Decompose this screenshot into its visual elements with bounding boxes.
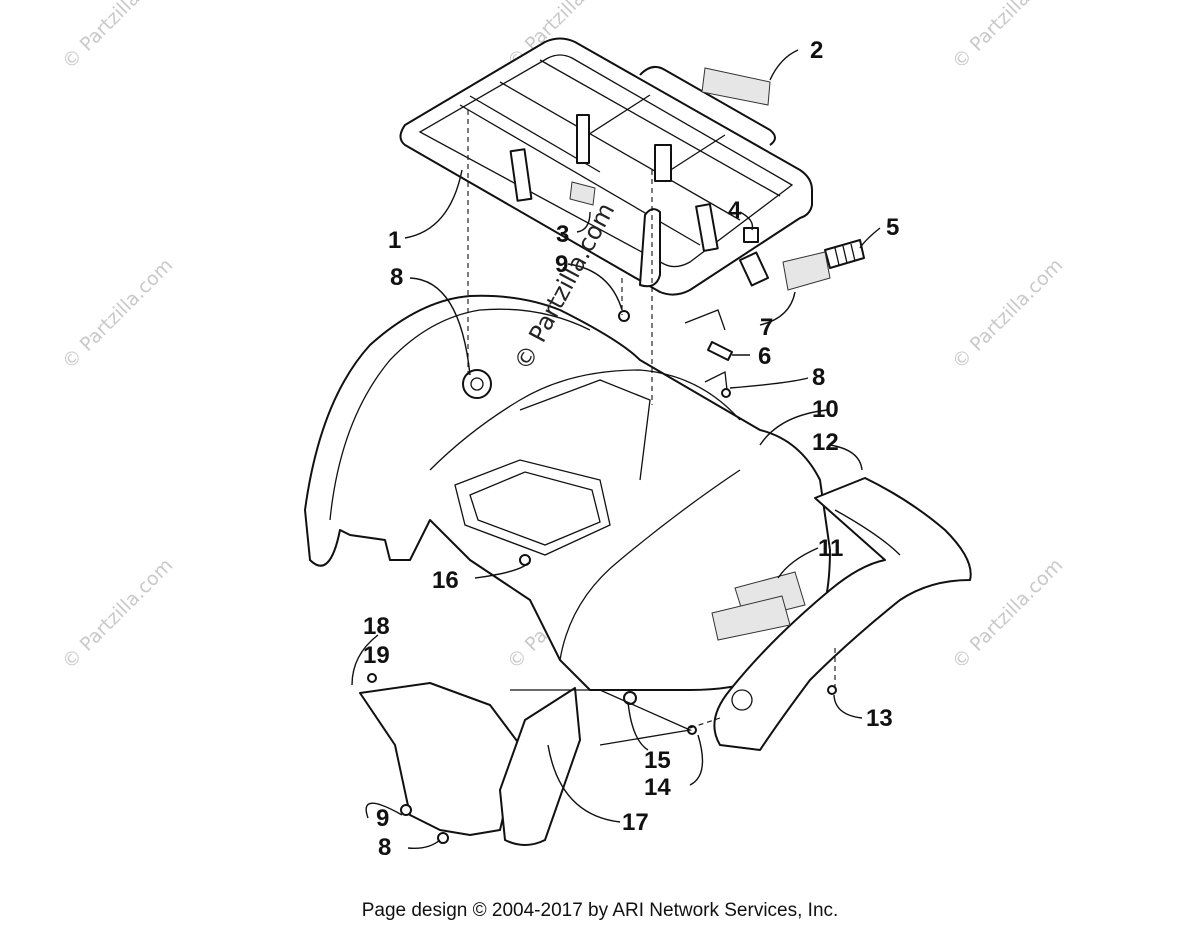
watermark: © Partzilla.com: [58, 554, 177, 673]
callout-6: 6: [758, 343, 771, 370]
callout-7: 7: [760, 314, 773, 341]
decal: [701, 67, 771, 106]
leader-lines: [351, 49, 881, 850]
callout-13: 13: [866, 705, 893, 732]
callout-3: 3: [556, 221, 569, 248]
callout-10: 10: [812, 396, 839, 423]
callout-15: 15: [644, 747, 671, 774]
nut: [743, 227, 759, 243]
alignment-lines: [467, 110, 836, 746]
copyright-footer: Page design © 2004-2017 by ARI Network S…: [361, 900, 839, 921]
callout-labels: 1 2 3 4 5 6 7 8 8 8 9 9 10 11 12 13 14 1…: [363, 37, 899, 861]
rear-rack: [399, 37, 813, 296]
screw: [827, 685, 837, 695]
callout-1: 1: [388, 227, 401, 254]
callout-5: 5: [886, 214, 899, 241]
splash-panel: [359, 682, 521, 836]
screw: [437, 832, 449, 844]
callout-17: 17: [622, 809, 649, 836]
splash-panel: [499, 687, 581, 846]
rear-fender: [304, 294, 831, 705]
callout-16: 16: [432, 567, 459, 594]
screw: [400, 804, 412, 816]
callout-9: 9: [376, 805, 389, 832]
watermark: © Partzilla.com: [948, 0, 1067, 74]
callout-8: 8: [812, 364, 825, 391]
decal: [711, 595, 791, 641]
screw: [618, 310, 630, 322]
callout-8: 8: [378, 834, 391, 861]
callout-14: 14: [644, 774, 671, 801]
screw: [721, 388, 731, 398]
callout-19: 19: [363, 642, 390, 669]
callout-4: 4: [728, 197, 742, 224]
decal: [569, 181, 596, 206]
screw: [367, 673, 377, 683]
callout-18: 18: [363, 613, 390, 640]
bolt: [707, 341, 733, 361]
watermark: © Partzilla.com: [58, 254, 177, 373]
callout-8: 8: [390, 264, 403, 291]
watermark: © Partzilla.com: [948, 254, 1067, 373]
screw: [519, 554, 531, 566]
callout-11: 11: [818, 535, 843, 562]
callout-12: 12: [812, 429, 839, 456]
callout-9: 9: [555, 251, 568, 278]
decal: [782, 251, 831, 291]
callout-2: 2: [810, 37, 823, 64]
watermark: © Partzilla.com: [58, 0, 177, 74]
rear-fender-right: [713, 477, 972, 751]
